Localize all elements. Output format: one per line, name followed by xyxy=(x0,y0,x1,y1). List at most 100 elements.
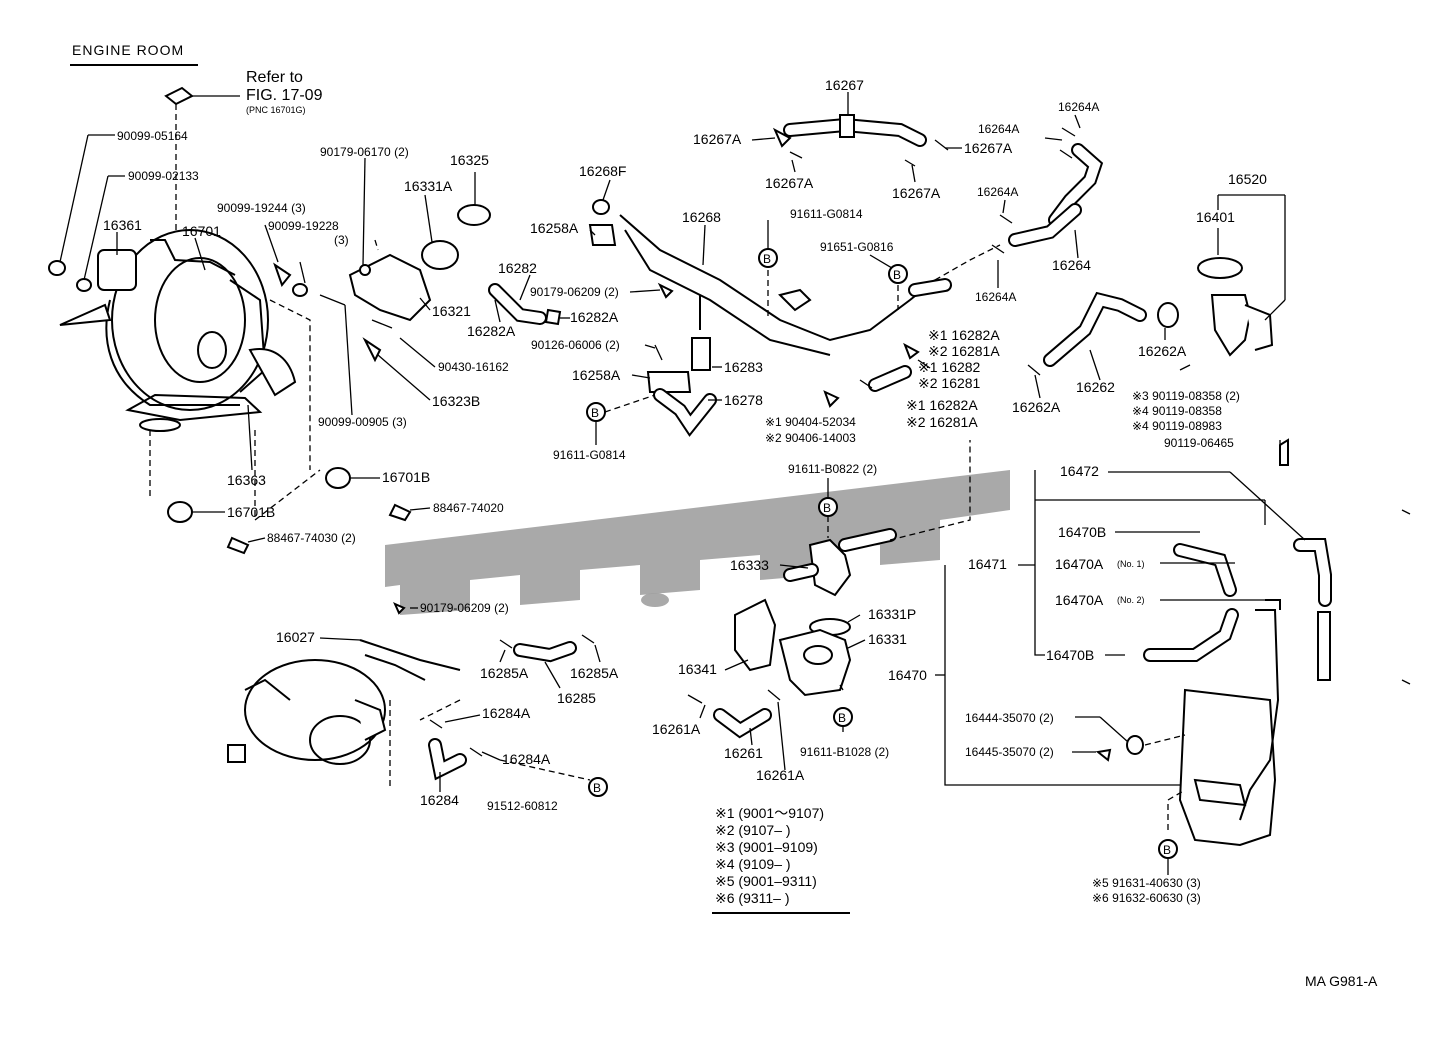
part-label: 16285A xyxy=(570,665,619,681)
part-label: 16267A xyxy=(964,140,1013,156)
clip-16262a-icon xyxy=(1157,302,1179,328)
b-symbol-icon xyxy=(833,707,853,727)
part-label: 16470A xyxy=(1055,592,1104,608)
part-label: 16267A xyxy=(765,175,814,191)
part-label: 16027 xyxy=(276,629,315,645)
pipe-16268 xyxy=(619,214,936,356)
bolt-icon xyxy=(362,337,382,363)
part-label: 90099-02133 xyxy=(128,169,199,183)
part-label: 16285A xyxy=(480,665,529,681)
clip-icon xyxy=(1059,149,1073,159)
part-label: ※1 90404-52034 xyxy=(765,415,856,429)
part-label: 16264 xyxy=(1052,257,1091,273)
part-label: 16282A xyxy=(570,309,619,325)
clip-icon xyxy=(999,214,1013,224)
part-label: 16470A xyxy=(1055,556,1104,572)
part-label: 16261A xyxy=(756,767,805,783)
part-label: ※6 91632-60630 (3) xyxy=(1092,891,1201,905)
part-label: 91651-G0816 xyxy=(820,240,894,254)
clip-icon xyxy=(789,151,803,159)
b-symbol-text: B xyxy=(1163,843,1171,857)
part-label: 91611-G0814 xyxy=(790,207,863,221)
bolt-icon xyxy=(823,390,840,408)
dashed-guide xyxy=(419,699,461,721)
part-label: 16264A xyxy=(977,185,1018,199)
clip-icon xyxy=(772,127,792,148)
gasket-16258a-icon xyxy=(588,224,617,246)
b-symbol-text: B xyxy=(838,711,846,725)
part-label: 16520 xyxy=(1228,171,1267,187)
reservoir-tank-16470 xyxy=(1178,599,1281,847)
clip-icon xyxy=(1095,748,1112,762)
part-label: 90179-06170 (2) xyxy=(320,145,409,159)
b-symbol-icon xyxy=(586,402,606,422)
part-label: ※3 90119-08358 (2) xyxy=(1132,389,1240,403)
page-title: ENGINE ROOM xyxy=(72,42,184,58)
legend-row: ※4 (9109– ) xyxy=(715,856,791,872)
part-label: 90099-19244 (3) xyxy=(217,201,306,215)
part-label: 90179-06209 (2) xyxy=(420,601,509,615)
thermostat-housing xyxy=(348,204,491,322)
b-symbol-text: B xyxy=(823,501,831,515)
part-label: 90430-16162 xyxy=(438,360,509,374)
part-label: 16261A xyxy=(652,721,701,737)
bolt-icon xyxy=(226,536,250,555)
clip-icon xyxy=(499,639,513,649)
bolt-icon xyxy=(1179,364,1191,371)
gasket-icon xyxy=(592,199,610,215)
part-label: 16282A xyxy=(467,323,516,339)
bolt-icon xyxy=(319,294,346,306)
part-label: ※2 90406-14003 xyxy=(765,431,856,445)
dashed-guide xyxy=(1167,789,1186,830)
clip-icon xyxy=(544,308,562,326)
part-label: 16470B xyxy=(1046,647,1094,663)
part-label: ※2 16281 xyxy=(918,375,981,391)
bolt-icon xyxy=(657,282,674,299)
part-label: 16264A xyxy=(978,122,1019,136)
part-label: 16262A xyxy=(1138,343,1187,359)
pipe-16027 xyxy=(359,639,461,671)
part-label: ※4 90119-08358 xyxy=(1132,404,1222,418)
part-label: 91611-G0814 xyxy=(553,448,626,462)
part-label: (3) xyxy=(334,233,349,247)
refer-line-1: Refer to xyxy=(246,69,303,86)
part-label: 16331P xyxy=(868,606,916,622)
part-label: 16331A xyxy=(404,178,453,194)
clip-icon xyxy=(469,747,483,757)
date-legend: ※1 (9001～9107) ※2 (9107– ) ※3 (9001–9109… xyxy=(712,805,850,914)
dashed-guide xyxy=(269,299,311,470)
part-label: 16401 xyxy=(1196,209,1235,225)
legend-row: ※6 (9311– ) xyxy=(715,890,790,906)
part-label: 90099-19228 xyxy=(268,219,339,233)
b-symbol-text: B xyxy=(591,406,599,420)
clip-icon xyxy=(917,359,931,369)
clip-icon xyxy=(581,634,595,644)
b-symbols: B B B B B B B xyxy=(586,248,1178,859)
clip-icon xyxy=(904,159,916,167)
part-label: 16333 xyxy=(730,557,769,573)
part-label: 16331 xyxy=(868,631,907,647)
part-label: 16268 xyxy=(682,209,721,225)
refer-line-2: FIG. 17-09 xyxy=(246,87,323,104)
b-symbol-icon xyxy=(758,248,778,268)
clip-icon xyxy=(767,689,781,701)
bolt-icon xyxy=(273,262,292,288)
legend-row: ※1 (9001～9107) xyxy=(715,805,824,821)
leader-lines xyxy=(59,92,1411,875)
grommet-icon xyxy=(292,283,308,297)
b-symbol-icon xyxy=(588,777,608,797)
part-label: ※2 16281A xyxy=(928,343,1000,359)
part-label: 16701B xyxy=(382,469,430,485)
part-label: 16278 xyxy=(724,392,763,408)
part-label: 16267A xyxy=(892,185,941,201)
water-outlet-16333 xyxy=(783,528,897,597)
radiator-filler-16520 xyxy=(1197,257,1274,357)
part-label: 16325 xyxy=(450,152,489,168)
part-label: 90099-05164 xyxy=(117,129,188,143)
part-label: 16284 xyxy=(420,792,459,808)
refer-arrow-icon xyxy=(164,86,194,106)
b-symbol-text: B xyxy=(763,252,771,266)
dashed-guide xyxy=(1144,734,1186,746)
part-label: 16472 xyxy=(1060,463,1099,479)
part-label: 16258A xyxy=(530,220,579,236)
